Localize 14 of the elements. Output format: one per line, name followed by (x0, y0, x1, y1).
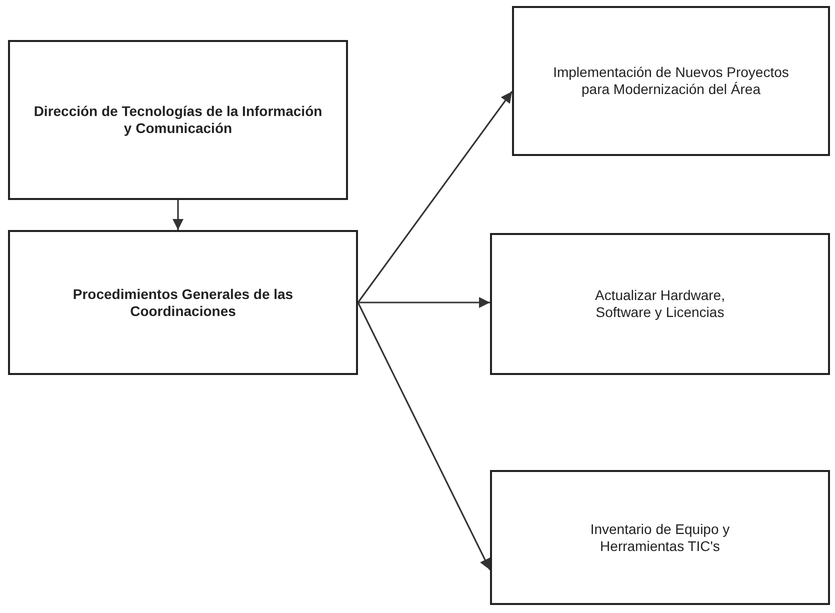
box-label: Actualizar Hardware, Software y Licencias (594, 287, 726, 321)
process-box (8, 230, 358, 375)
process-box (8, 40, 348, 200)
process-box (490, 233, 830, 375)
box-label: Implementación de Nuevos Proyectos para Modernización del Área (552, 64, 790, 98)
process-box (512, 6, 830, 156)
arrow (357, 91, 513, 303)
box-label: Dirección de Tecnologías de la Información y Comunicación (32, 103, 324, 137)
box-label: Procedimientos Generales de las Coordinaciones (72, 286, 294, 320)
process-box (490, 470, 830, 605)
box-label: Inventario de Equipo y Herramientas TIC's (589, 520, 731, 554)
arrow (358, 296, 490, 308)
arrow (172, 200, 184, 230)
arrow (357, 302, 491, 570)
